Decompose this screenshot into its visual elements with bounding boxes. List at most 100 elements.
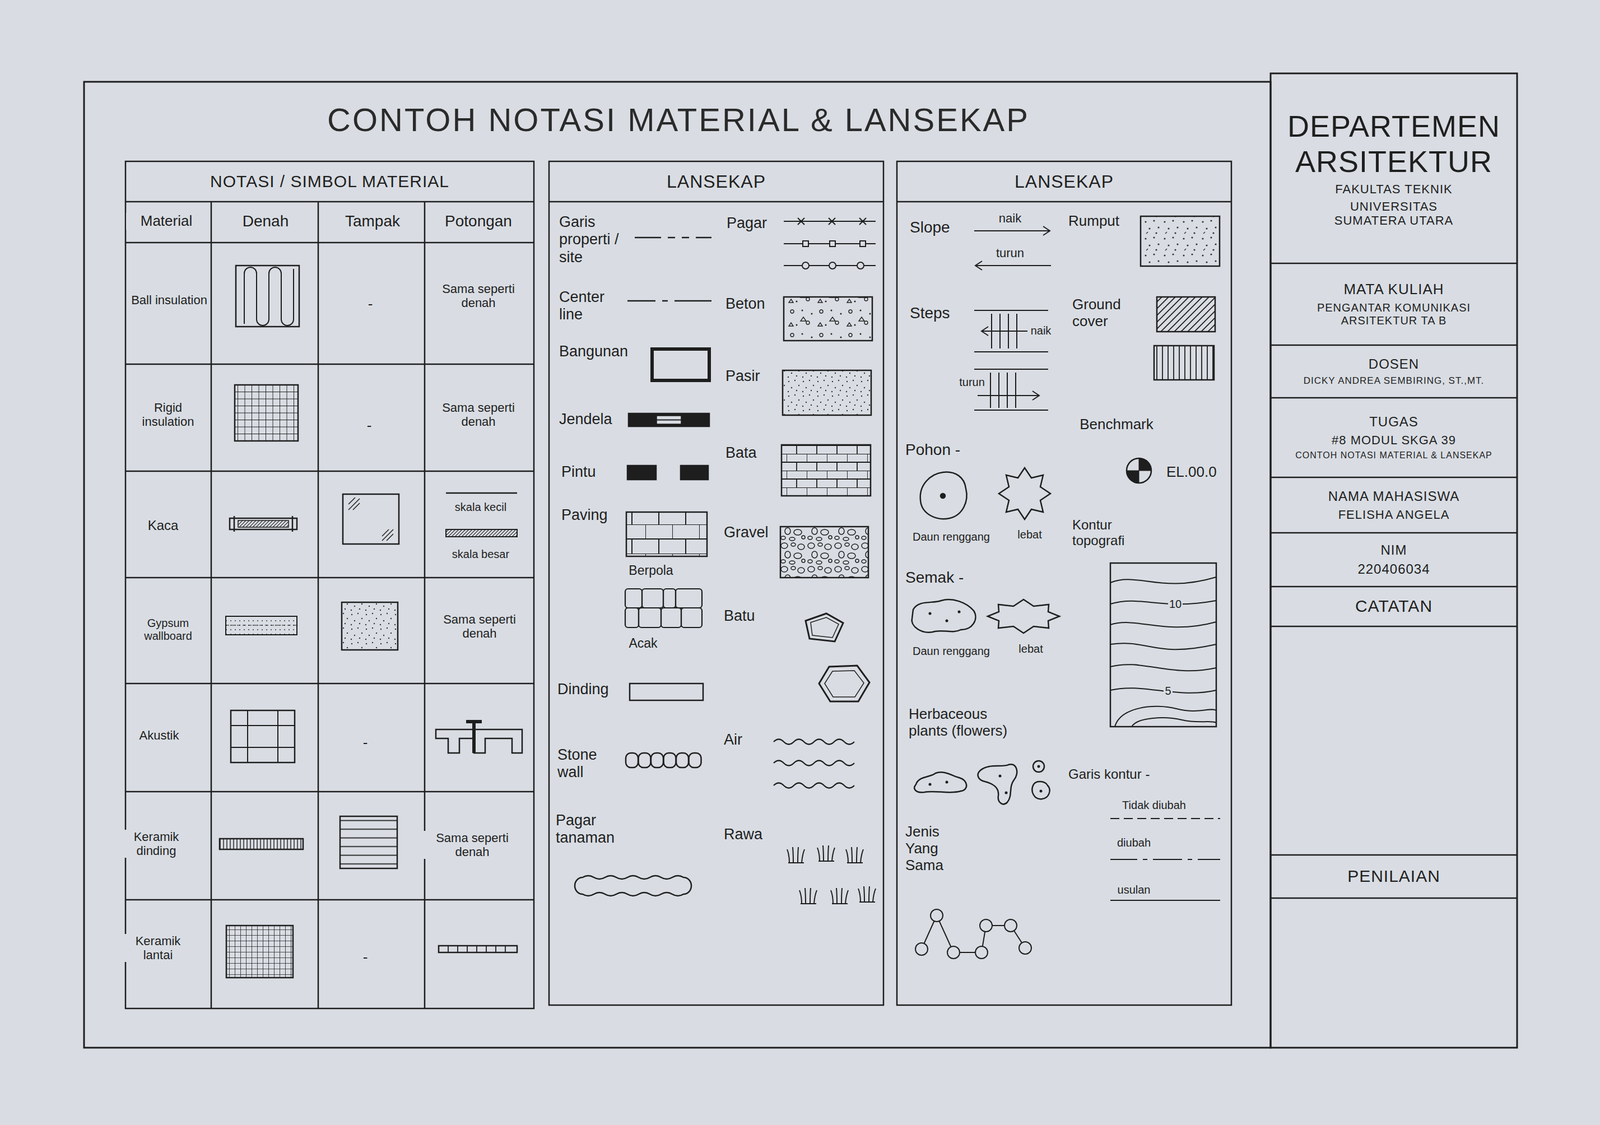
landscape-symbols-b-part [1110,899,1221,901]
sheet-frame-part [1270,73,1518,1048]
symbol-label: 5 [1163,684,1172,698]
symbol-label: - [361,734,370,752]
symbol-label: Daun renggang [911,530,992,544]
landscape-symbols-b-part-part [957,610,961,614]
landscape-symbols-a-part-part [675,588,702,608]
landscape-symbols-a-part [817,845,835,862]
landscape-symbols-a-part-part [663,588,676,608]
cell-heading: LANSEKAP [666,171,766,193]
landscape-symbols-b-part-part [1039,789,1043,793]
title-block-cell: MATA KULIAHPENGANTAR KOMUNIKASI ARSITEKT… [1270,263,1518,346]
landscape-symbols-a-part [859,240,866,247]
cell-text: FAKULTAS TEKNIK [1335,182,1453,197]
cell-heading: TUGAS [1369,414,1419,430]
landscape-symbols-a-part [680,465,709,480]
cell-heading: DOSEN [1368,356,1420,372]
material-table-grid-part [125,201,534,1009]
landscape-panel-frames-part [549,201,884,203]
material-symbols-part [235,265,300,327]
landscape-symbols-a-part [783,221,876,266]
landscape-symbols-b-part [1110,817,1221,820]
cell-text: 220406034 [1357,561,1430,578]
symbol-label: - [366,295,375,313]
sheet-title: CONTOH NOTASI MATERIAL & LANSEKAP [327,100,1030,139]
material-symbols-part [234,515,293,532]
landscape-symbols-b-part [998,467,1051,520]
cell-text: FELISHA ANGELA [1338,507,1450,522]
symbol-label: Semak - [904,568,965,587]
material-symbols-part [448,945,506,953]
symbol-label: Garis properti / site [557,213,628,266]
title-block-cell: DEPARTEMEN ARSITEKTURFAKULTAS TEKNIKUNIV… [1270,73,1518,264]
landscape-symbols-a-part [797,217,867,225]
landscape-symbols-b-part [940,493,946,499]
symbol-label: turun [994,245,1026,260]
landscape-symbols-b-part-part [945,780,949,784]
landscape-symbols-b-part-part [915,942,928,956]
symbol-label: Sama seperti denah [423,830,522,860]
material-symbols-part [348,497,394,541]
symbol-label: Gypsum wallboard [127,616,209,643]
landscape-symbols-b-part [928,765,1043,795]
landscape-symbols-b-part [1140,216,1220,267]
cell-heading: NIM [1380,542,1408,558]
landscape-symbols-a-part [656,419,682,421]
landscape-symbols-a-part [824,670,864,697]
landscape-symbols-a-part [625,752,639,768]
landscape-symbols-b [912,216,1221,959]
symbol-label: Herbaceous plants (flowers) [907,705,1011,740]
landscape-symbols-a-part [780,526,869,578]
landscape-symbols-a-part [829,240,836,247]
landscape-panel-frames-part [896,161,1232,1006]
symbol-label: Keramik lantai [123,933,193,963]
material-symbols-part [438,945,518,953]
landscape-symbols-a-part [638,752,651,768]
symbol-label: Sama seperti denah [430,612,529,641]
landscape-symbols-b-part [1126,458,1152,483]
symbol-label: Berpola [627,563,674,578]
landscape-symbols-a-part [656,415,682,425]
landscape-symbols-b-part-part [928,612,932,616]
landscape-symbols-a-part [627,300,712,302]
landscape-symbols-a-part-part [661,607,682,628]
material-symbols-part [341,602,398,650]
material-symbols-part [230,710,295,763]
landscape-symbols-a-part-part [642,588,664,608]
symbol-label: Tidak diubah [1121,798,1188,812]
symbol-label: Bangunan [557,342,630,361]
landscape-symbols-a-part-part [625,607,639,628]
landscape-symbols-b-part [987,599,1060,634]
symbol-label: skala besar [450,547,511,561]
symbol-label: lebat [1017,642,1044,656]
symbol-label: Slope [908,218,952,237]
landscape-symbols-b-part [1110,577,1217,727]
symbol-label: Tampak [343,212,402,231]
landscape-symbols-b-part-part [1005,791,1008,795]
landscape-symbols-a-part [773,783,855,789]
landscape-symbols-b-part [981,326,1028,336]
landscape-symbols-a-part [782,370,872,416]
material-symbols-part [225,616,297,635]
symbol-label: lebat [1016,528,1043,542]
landscape-symbols-a-part [663,752,677,768]
symbol-label: Dinding [556,680,611,699]
symbol-label: Pintu [560,463,598,481]
symbol-label: Pohon - [904,440,962,459]
landscape-symbols-b-part-part [975,946,988,959]
landscape-panel-frames [549,161,1232,1006]
landscape-symbols-a-part [829,262,836,269]
landscape-symbols-a-part [857,262,864,269]
landscape-symbols-b-part-part [1131,717,1217,727]
symbol-label: Paving [560,506,609,524]
symbol-label: Air [722,731,744,749]
landscape-symbols-a-part [787,847,805,863]
landscape-symbols-a-part [627,465,657,480]
landscape-symbols-b-part [974,226,1050,236]
cell-text: #8 MODUL SKGA 39 [1331,433,1457,448]
title-block-cell: DOSENDICKY ANDREA SEMBIRING, ST.,MT. [1270,345,1518,398]
cell-heading: NOTASI / SIMBOL MATERIAL [210,171,450,192]
symbol-label: diubah [1115,836,1152,850]
landscape-symbols-b-part-part [1004,919,1017,932]
cell-heading: MATA KULIAH [1343,281,1444,299]
title-block-cell: NAMA MAHASISWAFELISHA ANGELA [1270,477,1518,533]
